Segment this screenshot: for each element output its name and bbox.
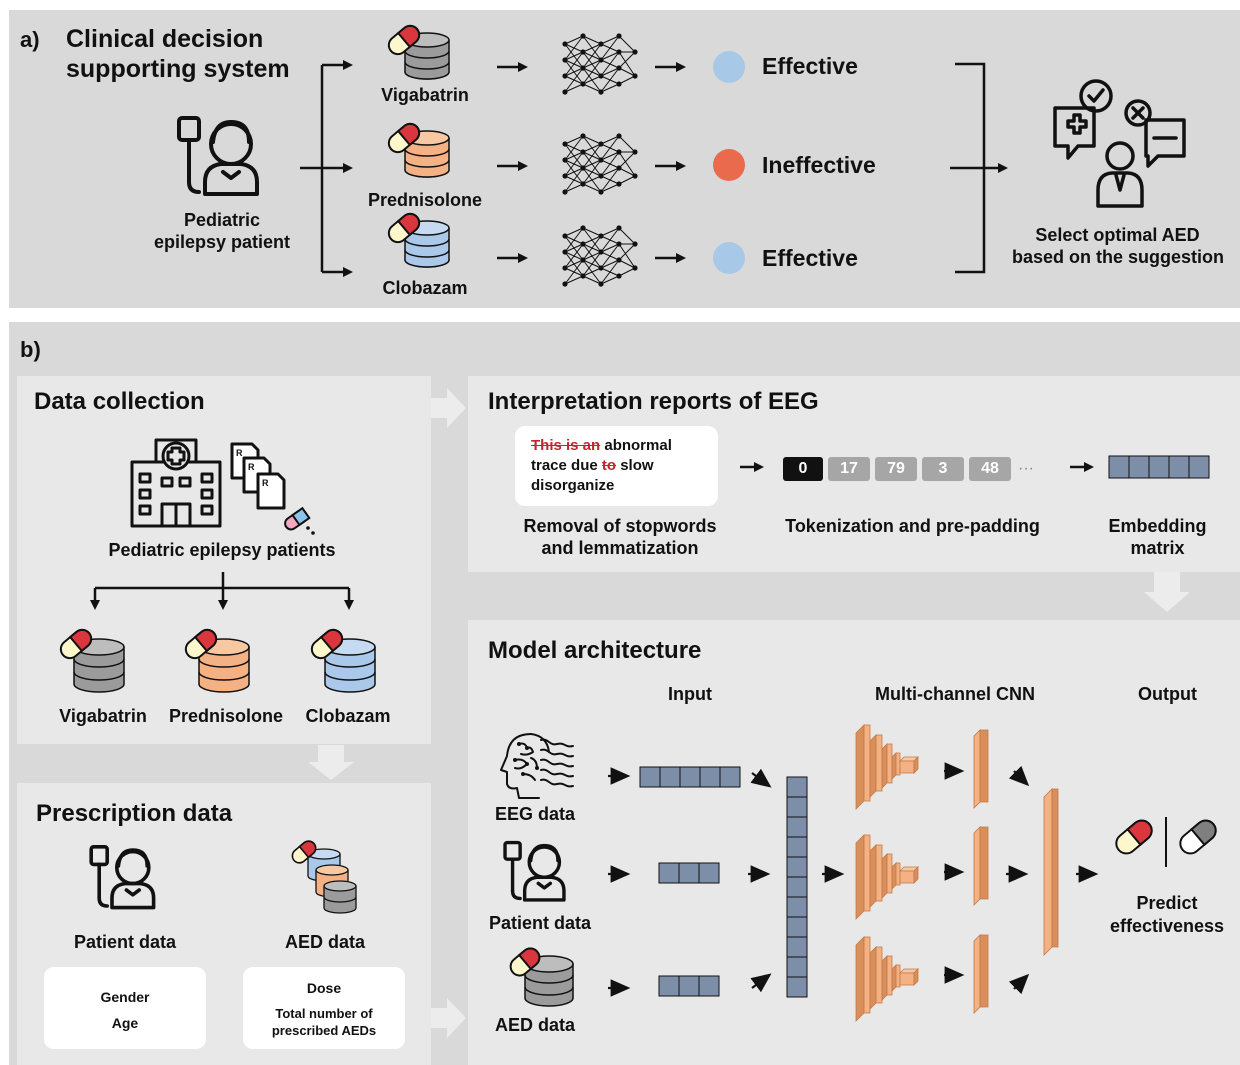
prednisolone-db-icon [384, 119, 450, 178]
panel-a-label: a) [20, 27, 40, 52]
result-circle-ineffective [713, 149, 745, 181]
arrow-icon [497, 62, 528, 72]
aed-field-dose: Dose [306, 980, 342, 996]
result-label-2: Ineffective [762, 152, 876, 178]
step3-line1: Embedding [1108, 516, 1207, 536]
arrow-icon [740, 462, 764, 472]
result-label-3: Effective [762, 245, 858, 271]
select-aed-line2: based on the suggestion [1011, 247, 1225, 267]
token: 48 [969, 457, 1011, 481]
svg-text:R: R [236, 448, 243, 458]
vigabatrin-db-icon [56, 625, 125, 693]
report-text-card [515, 426, 718, 506]
model-title: Model architecture [488, 637, 702, 664]
patient-fields-card [44, 967, 206, 1049]
token-pad: 0 [783, 457, 823, 481]
aed-db-icon [509, 947, 574, 1007]
report-word: slow [616, 457, 654, 474]
prescription-patient-label: Patient data [73, 932, 177, 952]
patient-field-age: Age [111, 1015, 139, 1031]
input-header: Input [668, 684, 712, 704]
aed-fields-card [243, 967, 405, 1049]
result-label-1: Effective [762, 53, 858, 79]
merge-bracket [950, 62, 1008, 274]
drug-name-prednisolone: Prednisolone [367, 190, 483, 210]
model-panel [468, 620, 1240, 1065]
output-header: Output [1138, 684, 1197, 704]
token: 79 [875, 457, 917, 481]
result-circle-effective [713, 242, 745, 274]
result-circles [713, 51, 745, 274]
svg-text:R: R [262, 478, 269, 488]
vigabatrin-db-icon [384, 21, 450, 80]
hospital-icon: RRR [130, 438, 315, 535]
report-stopword: to [601, 457, 617, 474]
report-word: abnormal [600, 437, 672, 454]
svg-text:R: R [248, 462, 255, 472]
result-circle-effective [713, 51, 745, 83]
prescription-title: Prescription data [36, 800, 233, 827]
token-ellipsis: ··· [1018, 460, 1034, 477]
step3-line2: matrix [1130, 538, 1185, 558]
arrow-icon [1070, 462, 1094, 472]
patient-icon [503, 840, 566, 902]
report-stopword: This is an [531, 437, 601, 454]
aed-field-total-line1: Total number of [275, 1006, 373, 1021]
patient-label-line2: epilepsy patient [153, 232, 291, 252]
clobazam-db-icon [384, 209, 450, 268]
patients-label: Pediatric epilepsy patients [108, 540, 336, 560]
aed-field-total-line2: prescribed AEDs [271, 1023, 377, 1038]
aed-data-label: AED data [494, 1015, 575, 1035]
aed-db-icons [56, 625, 376, 693]
select-aed-line1: Select optimal AED [1035, 225, 1200, 245]
step1-line2: and lemmatization [541, 538, 699, 558]
panel-a-title-line2: supporting system [66, 55, 290, 83]
prednisolone-db-icon [181, 625, 250, 693]
report-text: This is an abnormal trace due to slow di… [531, 436, 672, 496]
model-pipeline [608, 724, 1217, 1022]
step1-line1: Removal of stopwords [523, 516, 717, 536]
predict-line2: effectiveness [1109, 916, 1225, 936]
panel-b-label: b) [20, 337, 41, 362]
step2-label: Tokenization and pre-padding [785, 516, 1040, 536]
clobazam-db-icon [307, 625, 376, 693]
cnn-header: Multi-channel CNN [875, 684, 1035, 704]
token-sequence: 0 17 79 3 48 ··· [783, 457, 1034, 481]
eeg-data-label: EEG data [494, 804, 576, 824]
ineffective-pill-icon [1179, 819, 1217, 855]
token: 17 [828, 457, 870, 481]
doctor-decision-icon [1053, 79, 1186, 208]
patient-label-line1: Pediatric [183, 210, 261, 230]
branch-arrows [300, 60, 353, 277]
dc-drug-prednisolone: Prednisolone [168, 706, 284, 726]
drug-name-vigabatrin: Vigabatrin [381, 85, 469, 105]
dc-drug-clobazam: Clobazam [305, 706, 391, 726]
effective-pill-icon [1115, 819, 1153, 855]
panel-a-title-line1: Clinical decision [66, 25, 264, 53]
patient-icon [177, 116, 259, 196]
patient-data-label: Patient data [488, 913, 592, 933]
predict-line1: Predict [1136, 893, 1198, 913]
patient-icon [89, 845, 156, 910]
dc-drug-vigabatrin: Vigabatrin [59, 706, 147, 726]
eeg-reports-title: Interpretation reports of EEG [488, 388, 819, 415]
prescription-aed-label: AED data [284, 932, 365, 952]
aed-stack-icon [291, 840, 357, 914]
drug-rows-graphics [384, 21, 686, 288]
drug-name-clobazam: Clobazam [382, 278, 468, 298]
data-collection-title: Data collection [34, 388, 205, 415]
report-word: disorganize [531, 477, 615, 494]
embedding-matrix-icon [1108, 455, 1210, 479]
patient-field-gender: Gender [100, 989, 150, 1005]
report-word: trace due [531, 457, 602, 474]
eeg-head-icon [500, 733, 574, 799]
split-arrows [90, 572, 354, 610]
token: 3 [922, 457, 964, 481]
